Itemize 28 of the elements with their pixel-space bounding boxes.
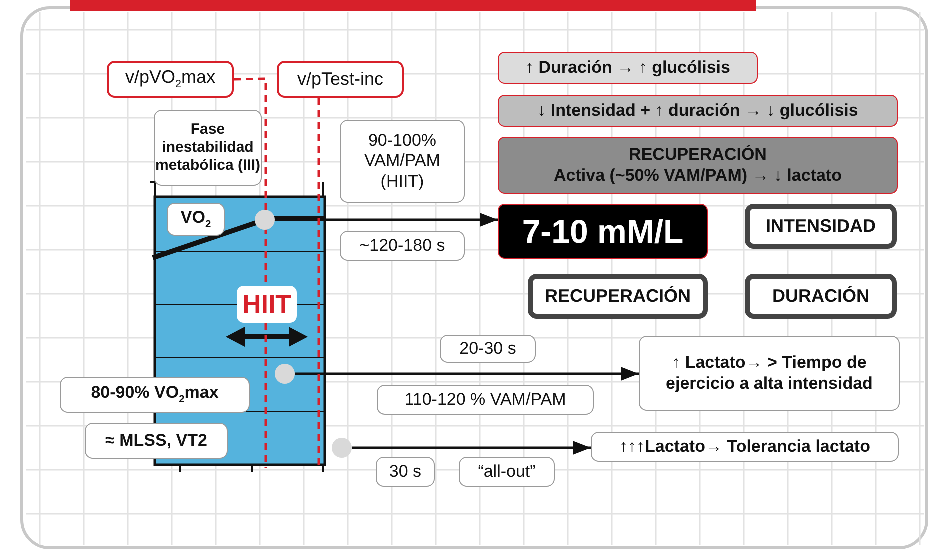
- duration-label: ~120-180 s: [340, 231, 465, 261]
- zone-label: HIIT: [237, 286, 297, 323]
- box-text: Activa (~50% VAM/PAM) → ↓ lactato: [554, 166, 842, 186]
- duration-label: 20-30 s: [440, 335, 536, 363]
- outcome-box: ↑ Lactato→ > Tiempo de ejercicio a alta intensidad: [639, 336, 900, 411]
- category-box: RECUPERACIÓN: [528, 274, 708, 319]
- outcome-box: ↑↑↑Lactato→ Tolerancia lactato: [591, 432, 899, 462]
- phase-label: Fase inestabilidad metabólica (III): [154, 110, 262, 186]
- category-box: DURACIÓN: [745, 274, 897, 319]
- box-heading: RECUPERACIÓN: [629, 145, 767, 166]
- intensity-label: 90-100% VAM/PAM (HIIT): [340, 120, 465, 203]
- info-box: [498, 137, 898, 194]
- intensity-label: 110-120 % VAM/PAM: [377, 385, 594, 415]
- threshold-label: 80-90% VO$_{2}$max: [60, 377, 250, 413]
- arrow: [295, 367, 639, 381]
- arrow: [352, 441, 591, 455]
- reference-line: [318, 98, 320, 468]
- threshold-label: ≈ MLSS, VT2: [85, 423, 228, 459]
- series-label: VO$_{2}$: [167, 203, 225, 236]
- info-box: ↓ Intensidad + ↑ duración → ↓ glucólisis: [498, 95, 898, 127]
- mode-label: “all-out”: [459, 457, 555, 487]
- value-box: 7-10 mM/L: [498, 204, 708, 259]
- reference-tag: v/pVO$_{2}$max: [107, 61, 234, 98]
- reference-line: [234, 78, 268, 468]
- category-box: INTENSIDAD: [745, 204, 897, 249]
- info-box: ↑ Duración → ↑ glucólisis: [498, 52, 758, 84]
- duration-label: 30 s: [376, 457, 435, 487]
- reference-tag: v/pTest-inc: [277, 61, 404, 98]
